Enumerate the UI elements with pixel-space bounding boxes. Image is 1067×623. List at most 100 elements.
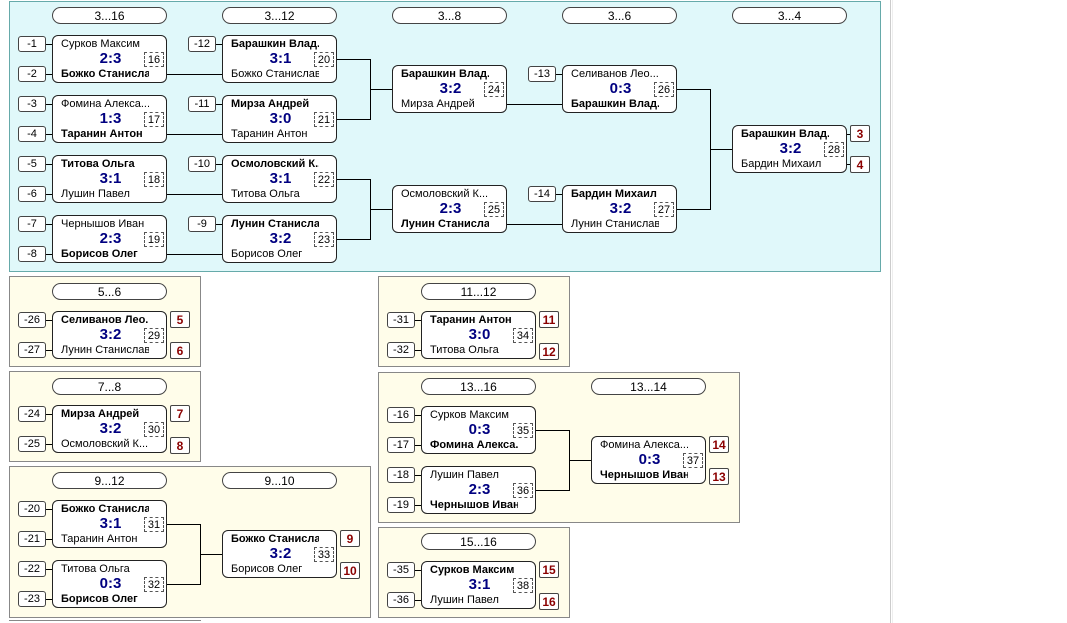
source-slot: -32 bbox=[387, 342, 415, 358]
connector bbox=[337, 59, 370, 60]
place-badge: 8 bbox=[170, 437, 190, 454]
player-top: Чернышов Иван bbox=[61, 218, 145, 230]
player-bottom: Лунин Станислав bbox=[61, 344, 149, 356]
player-top: Осмоловский К... bbox=[401, 188, 489, 200]
place-badge: 7 bbox=[170, 405, 190, 422]
connector bbox=[847, 134, 850, 135]
player-top: Мирза Андрей bbox=[61, 408, 140, 420]
player-bottom: Борисов Олег bbox=[231, 248, 303, 260]
player-top: Фомина Алекса... bbox=[61, 98, 149, 110]
round-label-3-6: 3...6 bbox=[562, 7, 677, 24]
connector bbox=[45, 134, 53, 135]
connector bbox=[847, 164, 850, 165]
round-label-7-8: 7...8 bbox=[52, 378, 167, 395]
connector bbox=[536, 430, 569, 431]
connector bbox=[337, 179, 370, 180]
page-divider bbox=[890, 0, 891, 623]
connector bbox=[45, 599, 53, 600]
source-slot: -7 bbox=[18, 216, 46, 232]
player-bottom: Чернышов Иван bbox=[600, 469, 688, 481]
match-score: 3:1 bbox=[99, 515, 122, 532]
connector bbox=[45, 194, 53, 195]
connector bbox=[414, 445, 422, 446]
match-score: 3:2 bbox=[609, 200, 632, 217]
place-badge: 15 bbox=[539, 561, 559, 578]
match-score: 2:3 bbox=[99, 50, 122, 67]
source-slot: -24 bbox=[18, 406, 46, 422]
source-slot: -35 bbox=[387, 562, 415, 578]
source-slot: -27 bbox=[18, 342, 46, 358]
source-slot: -11 bbox=[188, 96, 216, 112]
connector bbox=[45, 254, 53, 255]
bottom-rule bbox=[9, 620, 201, 621]
connector bbox=[370, 89, 393, 90]
match-score: 2:3 bbox=[99, 230, 122, 247]
connector bbox=[167, 74, 223, 75]
place-badge: 13 bbox=[709, 468, 729, 485]
page-divider-shadow bbox=[892, 0, 893, 623]
player-bottom: Мирза Андрей bbox=[401, 98, 475, 110]
player-bottom: Божко Станислав bbox=[231, 68, 319, 80]
connector bbox=[555, 74, 563, 75]
player-top: Титова Ольга bbox=[61, 563, 130, 575]
connector bbox=[215, 164, 223, 165]
connector bbox=[536, 490, 569, 491]
player-bottom: Борисов Олег bbox=[61, 248, 138, 260]
match-number: 22 bbox=[314, 172, 334, 187]
match-number: 29 bbox=[144, 328, 164, 343]
connector bbox=[45, 414, 53, 415]
round-label-13-16: 13...16 bbox=[421, 378, 536, 395]
match-number: 24 bbox=[484, 82, 504, 97]
connector bbox=[45, 539, 53, 540]
place-badge: 4 bbox=[850, 156, 870, 173]
player-bottom: Барашкин Влад... bbox=[571, 98, 659, 110]
match-number: 28 bbox=[824, 142, 844, 157]
connector bbox=[337, 239, 370, 240]
connector bbox=[45, 224, 53, 225]
player-top: Сурков Максим bbox=[61, 38, 140, 50]
connector bbox=[414, 505, 422, 506]
match-number: 31 bbox=[144, 517, 164, 532]
round-label-9-10: 9...10 bbox=[222, 472, 337, 489]
player-top: Фомина Алекса... bbox=[600, 439, 688, 451]
connector bbox=[45, 44, 53, 45]
source-slot: -26 bbox=[18, 312, 46, 328]
match-score: 3:2 bbox=[99, 326, 122, 343]
connector bbox=[167, 134, 223, 135]
connector bbox=[45, 350, 53, 351]
connector bbox=[215, 224, 223, 225]
match-score: 3:2 bbox=[439, 80, 462, 97]
source-slot: -20 bbox=[18, 501, 46, 517]
player-top: Барашкин Влад... bbox=[231, 38, 319, 50]
player-bottom: Борисов Олег bbox=[61, 593, 138, 605]
connector bbox=[414, 570, 422, 571]
player-bottom: Таранин Антон bbox=[231, 128, 308, 140]
place-badge: 3 bbox=[850, 125, 870, 142]
player-bottom: Фомина Алекса... bbox=[430, 439, 518, 451]
connector bbox=[569, 460, 592, 461]
round-label-11-12: 11...12 bbox=[421, 283, 536, 300]
